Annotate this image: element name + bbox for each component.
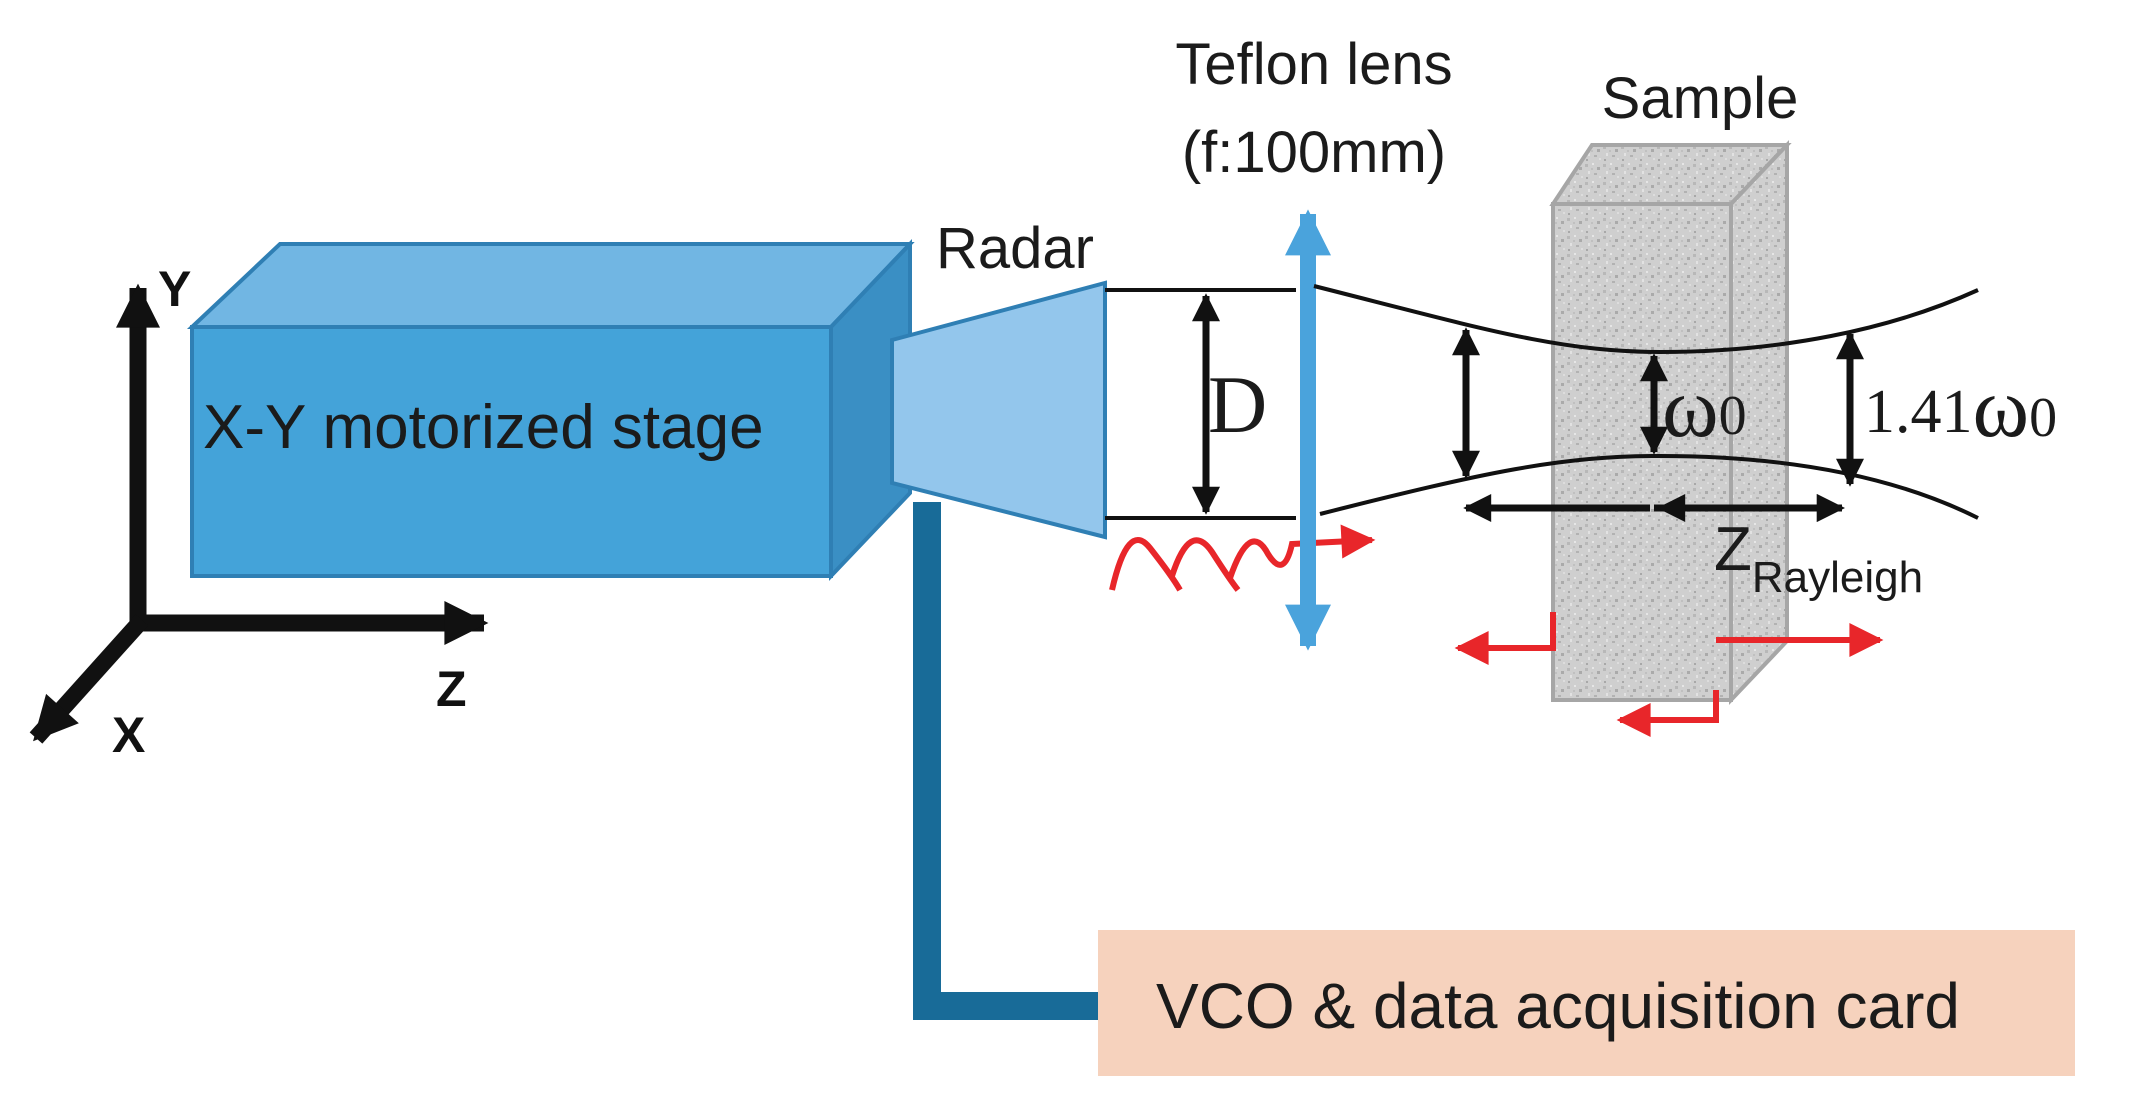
- daq-card-box: [1098, 930, 2075, 1076]
- z-axis-label: Z: [436, 661, 467, 717]
- radar-horn: [890, 280, 1107, 540]
- stage-label: X-Y motorized stage: [203, 393, 764, 462]
- motorized-stage: X-Y motorized stage: [186, 238, 915, 582]
- waist-label: ω0: [1662, 359, 1747, 455]
- sample-label: Sample: [1602, 66, 1799, 131]
- daq-card-label: VCO & data acquisition card: [1156, 970, 1960, 1042]
- cable-line: [913, 502, 1098, 1020]
- lens-label-line1: Teflon lens: [1175, 32, 1452, 97]
- gaussian-beam-upper: [1313, 284, 1979, 355]
- diameter-label: D: [1208, 359, 1267, 450]
- rayleigh-label: ZRayleigh: [1714, 515, 1923, 602]
- x-axis-label: X: [112, 707, 145, 763]
- expanded-waist-symbol: ω: [1973, 359, 2030, 455]
- expanded-waist-prefix: 1.41: [1864, 378, 1973, 446]
- radar-label: Radar: [936, 216, 1094, 281]
- expanded-waist-subscript: 0: [2029, 387, 2057, 449]
- rayleigh-main: Z: [1714, 515, 1752, 584]
- waist-symbol: ω: [1662, 359, 1719, 455]
- gaussian-beam-lower: [1319, 453, 1979, 520]
- stage-front-face: [190, 325, 833, 578]
- rayleigh-subscript: Rayleigh: [1752, 553, 1923, 602]
- x-axis-arrow-icon: [29, 614, 149, 744]
- y-axis-label: Y: [158, 261, 191, 317]
- signal-wave-icon: [1109, 540, 1372, 592]
- sample-block: [1549, 139, 1792, 706]
- reflection-arrow-icon: [1616, 690, 1719, 737]
- coordinate-axes: Y Z X: [29, 261, 489, 763]
- reflection-arrow-icon: [1454, 612, 1556, 665]
- expanded-waist-label: 1.41ω0: [1864, 359, 2057, 455]
- stage-top-face: [186, 242, 915, 329]
- waist-subscript: 0: [1719, 385, 1747, 447]
- lens-label-line2: (f:100mm): [1182, 120, 1446, 185]
